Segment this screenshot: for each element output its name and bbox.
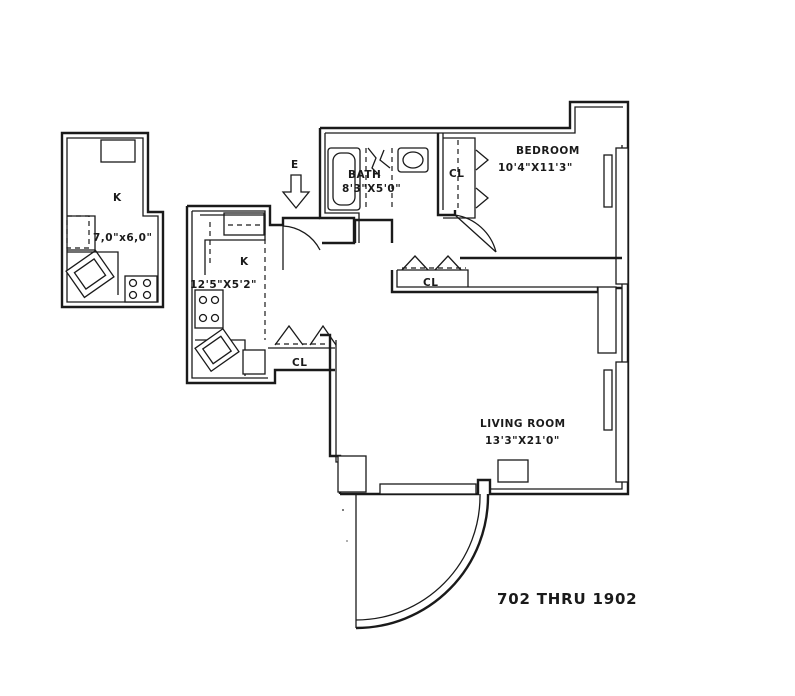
- balcony-arc: [355, 493, 490, 630]
- bedroom-name: BEDROOM: [516, 145, 580, 157]
- bathtub: [327, 147, 361, 211]
- bath-dims: 8'3"X5'0": [342, 183, 401, 195]
- alt-kitchen-sink: [65, 249, 115, 299]
- kitchen-stove: [194, 289, 224, 329]
- living-room-name: LIVING ROOM: [480, 418, 566, 430]
- kitchen-label: K: [240, 256, 249, 268]
- kitchen-dims: 12'5"X5'2": [190, 279, 257, 291]
- living-room-window-sill: [603, 369, 613, 431]
- bath-name: BATH: [348, 169, 381, 181]
- living-room-window: [615, 361, 629, 483]
- entry-door: [282, 225, 321, 270]
- bedroom-closet-label: CL: [449, 168, 464, 180]
- alt-kitchen-layout: K 7,0"x6,0": [60, 131, 165, 309]
- scan-speck: [346, 540, 348, 542]
- entry-arrow-icon: E: [281, 159, 311, 210]
- bedroom-window: [615, 147, 629, 285]
- doors: [268, 137, 497, 630]
- kitchen-closet-label: CL: [292, 357, 307, 369]
- balcony-door-frame: [497, 459, 529, 483]
- plan-title: 702 THRU 1902: [497, 590, 637, 608]
- living-room-corner-column: [337, 455, 367, 493]
- toilet-bowl: [402, 151, 424, 169]
- bedroom-dims: 10'4"X11'3": [498, 162, 573, 174]
- alt-kitchen-stove: [124, 275, 158, 303]
- scan-speck: [342, 509, 344, 511]
- living-room-bottom-window: [379, 483, 477, 495]
- bedroom-window-sill: [603, 154, 613, 208]
- bedroom-door: [454, 214, 497, 253]
- kitchen-upper-cabinet: [223, 212, 265, 236]
- entry-label: E: [291, 159, 299, 171]
- hall-closet-label: CL: [423, 277, 438, 289]
- alt-kitchen-label: K: [113, 192, 122, 204]
- bathroom-fixtures: [327, 147, 429, 211]
- alt-kitchen-cabinet: [66, 215, 90, 249]
- living-room-dims: 13'3"X21'0": [485, 435, 560, 447]
- living-room-pilaster: [597, 286, 617, 354]
- interior-walls: [390, 133, 622, 354]
- kitchen-fixtures: [194, 212, 266, 376]
- alt-kitchen-counter: [100, 139, 136, 163]
- dishwasher: [242, 349, 266, 375]
- kitchen-sink: [194, 327, 240, 373]
- alt-kitchen-dims: 7,0"x6,0": [93, 232, 152, 244]
